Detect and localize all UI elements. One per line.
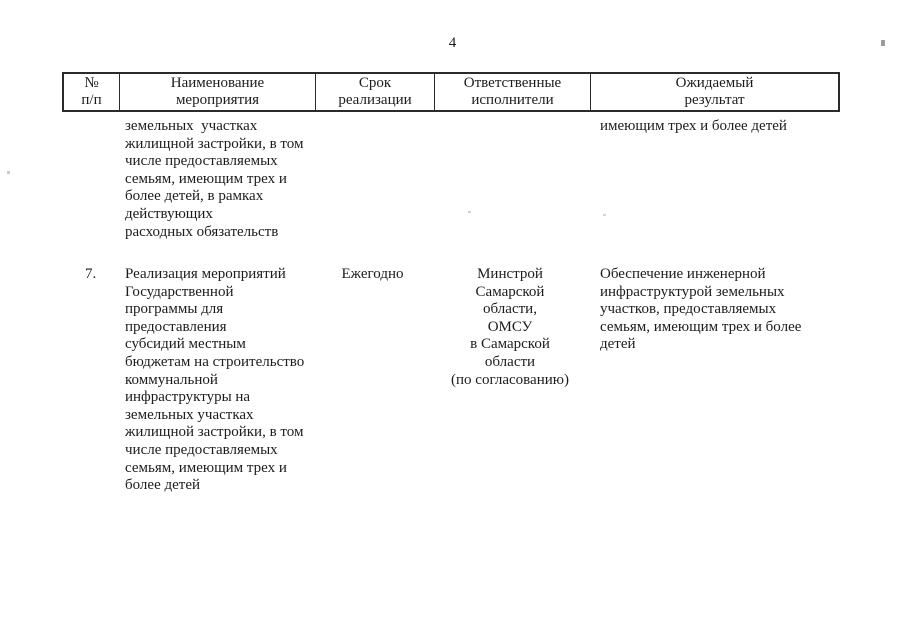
header-cell-term: Срок реализации xyxy=(315,74,434,110)
scan-artifact xyxy=(881,40,885,46)
table-header-row: № п/п Наименование мероприятия Срок реал… xyxy=(62,72,840,112)
result-cell: имеющим трех и более детей xyxy=(600,118,787,134)
scan-artifact xyxy=(468,211,471,213)
row-number-cell: 7. xyxy=(85,266,97,282)
header-cell-number: № п/п xyxy=(81,74,102,109)
header-cell-activity: Наименование мероприятия xyxy=(119,74,315,110)
header-cell-executors: Ответственные исполнители xyxy=(434,74,590,110)
page-number: 4 xyxy=(448,35,457,51)
header-cell-result: Ожидаемый результат xyxy=(590,74,838,110)
table-row-7: 7. Реализация мероприятий Государственно… xyxy=(62,266,840,495)
executors-cell: Минстрой Самарской области, ОМСУ в Самар… xyxy=(451,266,569,388)
scan-artifact xyxy=(7,171,10,174)
term-cell: Ежегодно xyxy=(341,266,404,282)
result-cell: Обеспечение инженерной инфраструктурой з… xyxy=(600,266,802,353)
activity-cell: земельных участках жилищной застройки, в… xyxy=(125,118,304,240)
activity-cell: Реализация мероприятий Государственной п… xyxy=(125,266,305,494)
scan-artifact xyxy=(603,214,606,216)
table-row-continuation: земельных участках жилищной застройки, в… xyxy=(62,118,840,241)
